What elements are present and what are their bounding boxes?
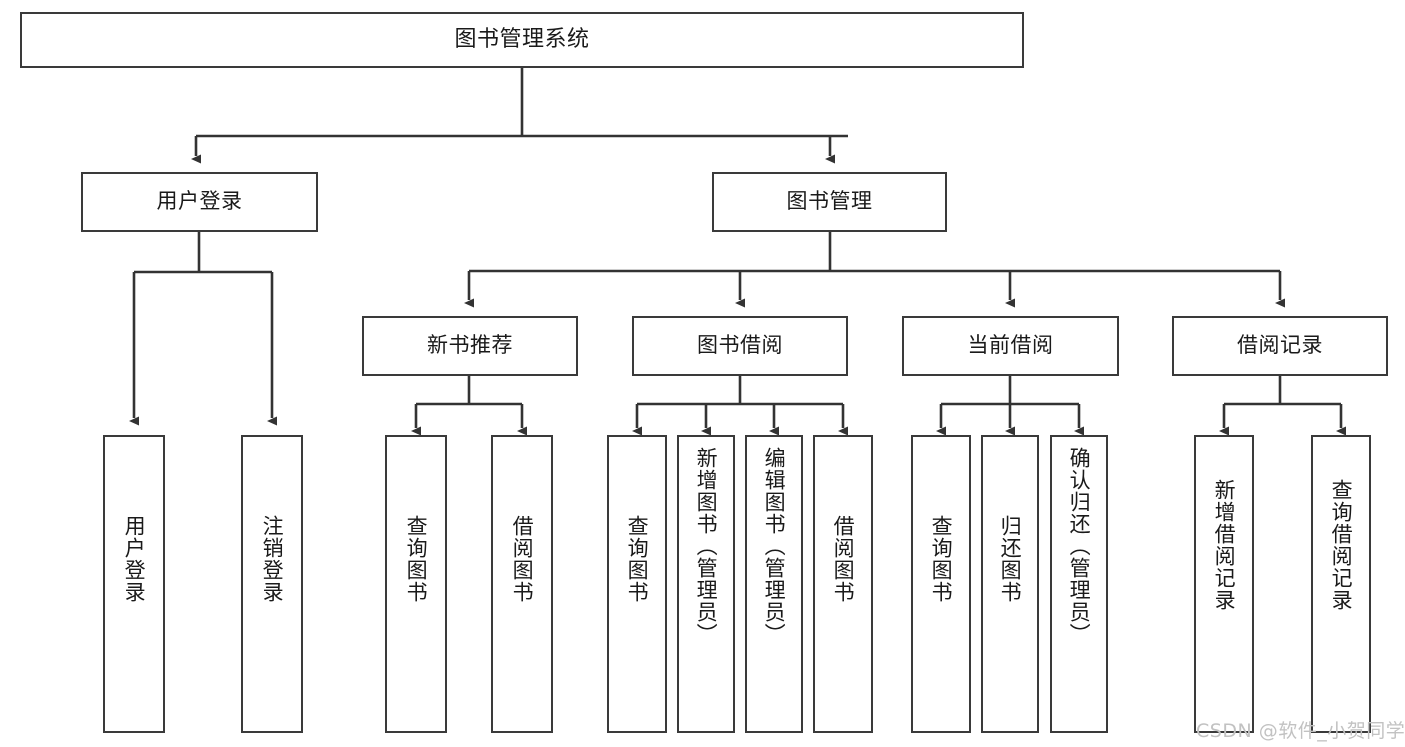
node-root-system-label: 图书管理系统 [454,26,590,52]
node-leaf-query-book-2[interactable]: 查询图书 [607,435,667,733]
node-leaf-query-record[interactable]: 查询借阅记录 [1311,435,1371,733]
node-leaf-borrow-book-1-label: 借阅图书 [510,515,535,603]
node-new-book-recommend-label: 新书推荐 [427,333,513,358]
node-leaf-user-logout[interactable]: 注销登录 [241,435,303,733]
node-leaf-query-book-1-label: 查询图书 [404,515,429,603]
node-book-borrow-label: 图书借阅 [697,333,783,358]
node-leaf-user-login-label: 用户登录 [122,515,147,603]
node-leaf-return-book-label: 归还图书 [998,515,1023,603]
node-leaf-return-book[interactable]: 归还图书 [981,435,1039,733]
node-leaf-query-book-3[interactable]: 查询图书 [911,435,971,733]
node-user-login[interactable]: 用户登录 [81,172,318,232]
node-book-borrow[interactable]: 图书借阅 [632,316,848,376]
node-current-borrow[interactable]: 当前借阅 [902,316,1119,376]
csdn-watermark: CSDN @软件_小贺同学 [1196,720,1405,742]
node-leaf-query-book-1[interactable]: 查询图书 [385,435,447,733]
node-leaf-add-record[interactable]: 新增借阅记录 [1194,435,1254,733]
node-leaf-edit-book-label: 编辑图书（管理员） [762,447,787,645]
node-book-management-label: 图书管理 [786,189,873,214]
node-leaf-add-record-label: 新增借阅记录 [1212,479,1237,611]
node-leaf-confirm-return[interactable]: 确认归还（管理员） [1050,435,1108,733]
node-current-borrow-label: 当前借阅 [967,333,1054,358]
node-book-management[interactable]: 图书管理 [712,172,947,232]
node-leaf-add-book-label: 新增图书（管理员） [694,447,719,645]
node-leaf-query-record-label: 查询借阅记录 [1329,479,1354,611]
node-borrow-record-label: 借阅记录 [1237,333,1323,358]
node-leaf-borrow-book-2[interactable]: 借阅图书 [813,435,873,733]
node-leaf-add-book[interactable]: 新增图书（管理员） [677,435,735,733]
node-leaf-edit-book[interactable]: 编辑图书（管理员） [745,435,803,733]
node-new-book-recommend[interactable]: 新书推荐 [362,316,578,376]
node-leaf-query-book-3-label: 查询图书 [929,515,954,603]
node-leaf-borrow-book-1[interactable]: 借阅图书 [491,435,553,733]
node-leaf-confirm-return-label: 确认归还（管理员） [1067,447,1092,645]
node-borrow-record[interactable]: 借阅记录 [1172,316,1388,376]
node-leaf-user-logout-label: 注销登录 [260,515,285,603]
node-leaf-query-book-2-label: 查询图书 [625,515,650,603]
node-leaf-borrow-book-2-label: 借阅图书 [831,515,856,603]
node-user-login-label: 用户登录 [156,189,243,214]
node-root-system[interactable]: 图书管理系统 [20,12,1024,68]
node-leaf-user-login[interactable]: 用户登录 [103,435,165,733]
